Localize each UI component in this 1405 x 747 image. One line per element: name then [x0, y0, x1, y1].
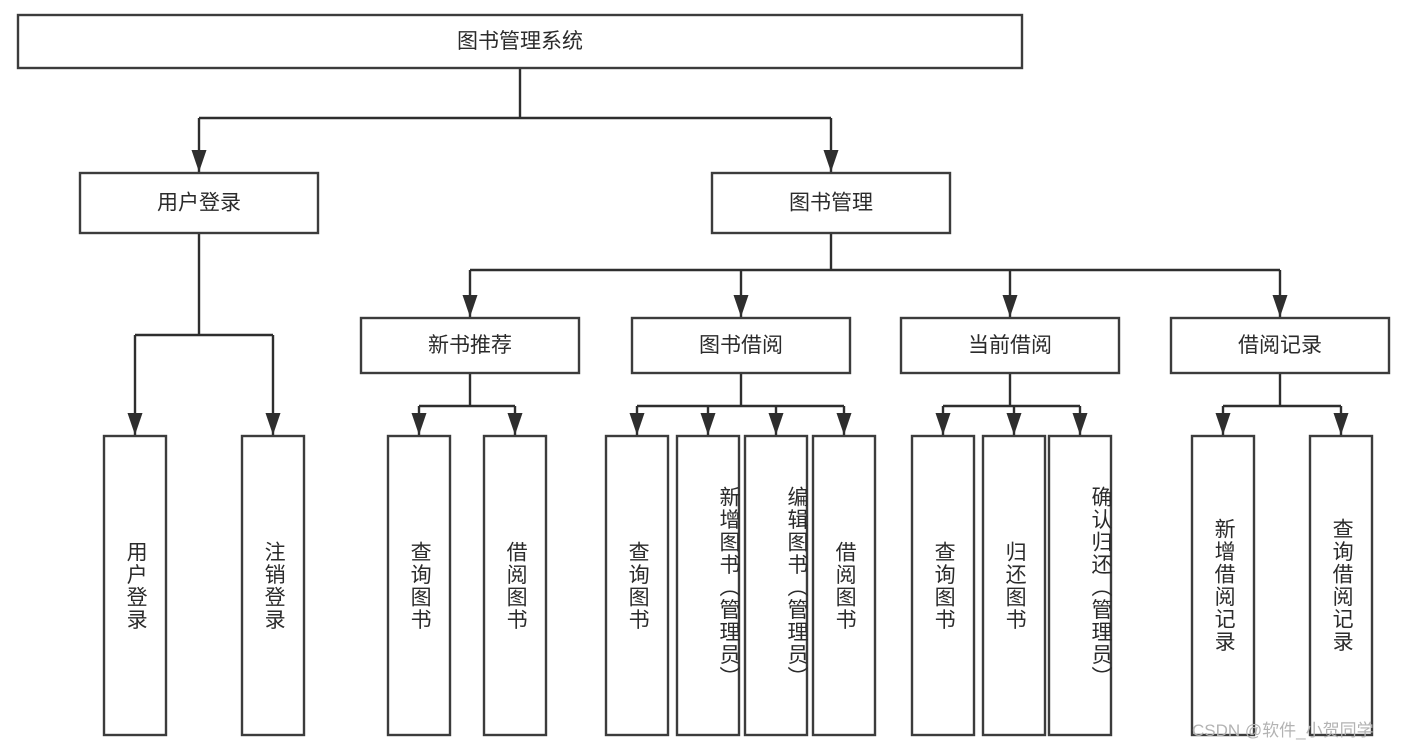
leaf-node-box-11[interactable] [1190, 434, 1256, 737]
arrow-head-icon [836, 413, 852, 435]
arrow-head-icon [1333, 413, 1349, 435]
leaf-node-box-2[interactable] [386, 434, 452, 737]
arrow-head-icon [733, 295, 749, 317]
connector-layer [127, 68, 1349, 435]
arrow-head-icon [127, 413, 143, 435]
level3-node-box-3[interactable] [1169, 316, 1391, 375]
level3-node-box-1[interactable] [630, 316, 852, 375]
leaf-node-box-7[interactable] [811, 434, 877, 737]
arrow-head-icon [700, 413, 716, 435]
leaf-node-box-9[interactable] [981, 434, 1047, 737]
leaf-node-box-0[interactable] [102, 434, 168, 737]
arrow-head-icon [629, 413, 645, 435]
leaf-node-box-1[interactable] [240, 434, 306, 737]
leaf-node-box-5[interactable] [675, 434, 741, 737]
arrow-head-icon [1002, 295, 1018, 317]
level3-node-label-0: 新书推荐 [428, 334, 512, 357]
arrow-head-icon [1215, 413, 1231, 435]
arrow-head-icon [191, 150, 207, 172]
leaf-node-box-10[interactable] [1047, 434, 1113, 737]
leaf-node-box-8[interactable] [910, 434, 976, 737]
arrow-head-icon [935, 413, 951, 435]
arrow-head-icon [1006, 413, 1022, 435]
level2-node-box-1[interactable] [710, 171, 952, 235]
arrow-head-icon [1272, 295, 1288, 317]
arrow-head-icon [1072, 413, 1088, 435]
arrow-head-icon [823, 150, 839, 172]
leaf-node-box-3[interactable] [482, 434, 548, 737]
leaf-node-box-6[interactable] [743, 434, 809, 737]
leaf-node-box-4[interactable] [604, 434, 670, 737]
root-node-box[interactable] [16, 13, 1024, 70]
level3-node-box-2[interactable] [899, 316, 1121, 375]
level2-node-box-0[interactable] [78, 171, 320, 235]
level2-node-label-1: 图书管理 [789, 192, 873, 215]
leaf-node-box-12[interactable] [1308, 434, 1374, 737]
root-node-label: 图书管理系统 [457, 30, 583, 53]
arrow-head-icon [265, 413, 281, 435]
watermark: CSDN @软件_小贺同学 [1192, 721, 1374, 740]
arrow-head-icon [507, 413, 523, 435]
level3-node-label-1: 图书借阅 [699, 334, 783, 357]
box-layer [16, 13, 1391, 737]
arrow-head-icon [411, 413, 427, 435]
level3-node-label-3: 借阅记录 [1238, 334, 1322, 357]
level2-node-label-0: 用户登录 [157, 192, 241, 215]
level3-node-label-2: 当前借阅 [968, 334, 1052, 357]
arrow-head-icon [768, 413, 784, 435]
arrow-head-icon [462, 295, 478, 317]
level3-node-box-0[interactable] [359, 316, 581, 375]
